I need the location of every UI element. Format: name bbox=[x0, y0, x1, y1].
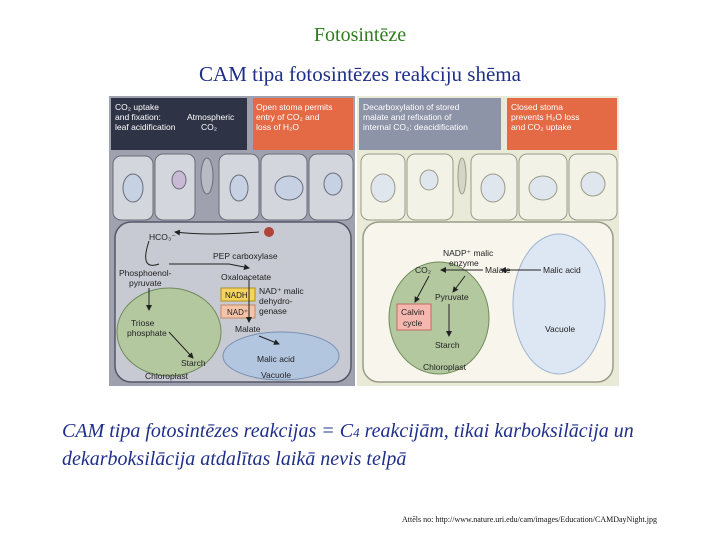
day-header-left-line-1: Decarboxylation of stored bbox=[363, 102, 460, 112]
malate-label: Malate bbox=[235, 324, 261, 334]
day-co2-label: CO₂ bbox=[415, 265, 431, 275]
phosphoenolpyruvate-label-2: pyruvate bbox=[129, 278, 162, 288]
day-vacuole bbox=[512, 233, 606, 375]
closed-stoma bbox=[457, 157, 467, 195]
page-subtitle: CAM tipa fotosintēzes reakciju shēma bbox=[199, 62, 521, 86]
night-header-left-box bbox=[111, 98, 247, 150]
caption: CAM tipa fotosintēzes reakcijas = C4 rea… bbox=[62, 418, 682, 472]
night-vacuole bbox=[222, 331, 340, 381]
day-chloroplast bbox=[388, 261, 490, 375]
phosphoenolpyruvate-label-1: Phosphoenol- bbox=[119, 268, 172, 278]
oxaloacetate-label: Oxaloacetate bbox=[221, 272, 271, 282]
night-vacuole-label: Vacuole bbox=[261, 370, 291, 380]
triose-phosphate-label-1: Triose bbox=[131, 318, 155, 328]
calvin-cycle-box bbox=[396, 303, 432, 331]
night-header-right-box bbox=[253, 98, 353, 150]
day-header-left-box bbox=[359, 98, 501, 150]
night-chloroplast-label: Chloroplast bbox=[145, 371, 189, 381]
day-malic-acid-label: Malic acid bbox=[543, 265, 581, 275]
day-header-left-line-2: malate and refixation of bbox=[363, 112, 452, 122]
night-header-right-line-3: loss of H₂O bbox=[256, 122, 299, 132]
caption-text-2: reakcijām, tikai karboksilācija un dekar… bbox=[62, 420, 634, 470]
night-panel: CO₂ uptake and fixation: leaf acidificat… bbox=[109, 96, 355, 386]
caption-text-1: CAM tipa fotosintēzes reakcijas = C bbox=[62, 420, 354, 442]
day-header-right-line-2: prevents H₂O loss bbox=[511, 112, 580, 122]
day-header-right-box bbox=[507, 98, 617, 150]
nad-label: NAD⁺ bbox=[227, 308, 248, 317]
nad-malic-dh-label-2: dehydro- bbox=[259, 296, 293, 306]
page-title: Fotosintēze bbox=[313, 24, 407, 46]
nadp-malic-label-1: NADP⁺ malic bbox=[443, 248, 494, 258]
pyruvate-label: Pyruvate bbox=[435, 292, 469, 302]
cam-diagram: CO₂ uptake and fixation: leaf acidificat… bbox=[109, 96, 619, 386]
night-header-left-line-2: and fixation: bbox=[115, 112, 161, 122]
day-header-right-line-1: Closed stoma bbox=[511, 102, 563, 112]
nad-malic-dh-label-3: genase bbox=[259, 306, 287, 316]
day-starch-label: Starch bbox=[435, 340, 460, 350]
night-header-right-line-2: entry of CO₂ and bbox=[256, 112, 320, 122]
caption-subscript: 4 bbox=[353, 425, 360, 440]
hco3-label: HCO₃⁻ bbox=[149, 232, 176, 242]
co2-molecule-icon bbox=[264, 227, 274, 237]
night-header-left-line-3: leaf acidification bbox=[115, 122, 176, 132]
night-header-right-line-1: Open stoma permits bbox=[256, 102, 333, 112]
day-malate-label: Malate bbox=[485, 265, 511, 275]
night-header-mid-line-1: Atmospheric bbox=[187, 112, 235, 122]
night-header-mid-line-2: CO₂ bbox=[201, 122, 217, 132]
day-header-left-line-3: internal CO₂: deacidification bbox=[363, 122, 468, 132]
image-credit: Attēls no: http://www.nature.uri.edu/cam… bbox=[402, 515, 657, 524]
nadh-label: NADH bbox=[225, 291, 248, 300]
pep-carboxylase-label: PEP carboxylase bbox=[213, 251, 278, 261]
day-chloroplast-label: Chloroplast bbox=[423, 362, 467, 372]
starch-label: Starch bbox=[181, 358, 206, 368]
day-vacuole-label: Vacuole bbox=[545, 324, 575, 334]
calvin-label-1: Calvin bbox=[401, 307, 425, 317]
open-stoma bbox=[200, 157, 214, 195]
triose-phosphate-label-2: phosphate bbox=[127, 328, 167, 338]
day-header-right-line-3: and CO₂ uptake bbox=[511, 122, 572, 132]
nadh-box bbox=[220, 287, 256, 302]
nad-malic-dh-label-1: NAD⁺ malic bbox=[259, 286, 304, 296]
day-panel: Decarboxylation of stored malate and ref… bbox=[357, 96, 619, 386]
night-malic-acid-label: Malic acid bbox=[257, 354, 295, 364]
nadp-malic-label-2: enzyme bbox=[449, 258, 479, 268]
calvin-label-2: cycle bbox=[403, 318, 423, 328]
nad-box bbox=[220, 304, 256, 319]
night-header-left-line-1: CO₂ uptake bbox=[115, 102, 159, 112]
